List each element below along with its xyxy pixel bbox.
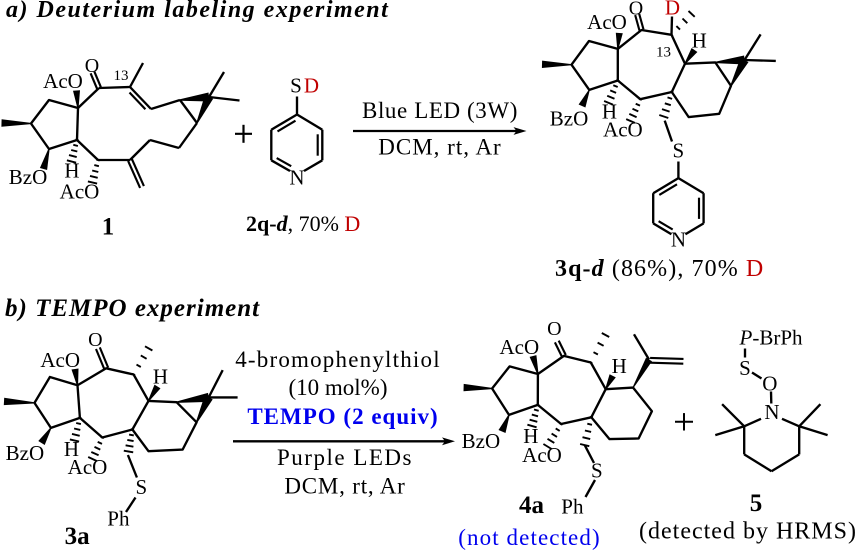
svg-text:N: N [289, 166, 304, 190]
svg-text:AcO: AcO [60, 180, 100, 204]
svg-text:BzO: BzO [462, 429, 501, 453]
svg-text:Ph: Ph [561, 495, 584, 519]
svg-text:BzO: BzO [9, 165, 48, 189]
svg-text:O: O [88, 329, 102, 351]
svg-text:O: O [629, 0, 643, 20]
svg-text:D: D [304, 74, 319, 98]
svg-text:S: S [739, 356, 751, 380]
svg-text:S: S [135, 475, 147, 499]
svg-text:(not detected): (not detected) [458, 525, 600, 550]
svg-text:O: O [85, 55, 99, 77]
svg-text:S: S [591, 459, 603, 483]
svg-text:3q-d (86%), 70% D: 3q-d (86%), 70% D [555, 256, 764, 282]
svg-text:AcO: AcO [522, 443, 562, 467]
svg-text:H: H [64, 437, 79, 461]
svg-text:4-bromophenylthiol: 4-bromophenylthiol [235, 347, 441, 372]
svg-text:4a: 4a [519, 492, 545, 519]
svg-text:a) Deuterium labeling experime: a) Deuterium labeling experiment [6, 0, 389, 23]
svg-text:AcO: AcO [68, 455, 108, 479]
svg-text:P-BrPh: P-BrPh [739, 326, 804, 350]
svg-text:13: 13 [114, 68, 129, 84]
svg-text:N: N [671, 228, 686, 252]
svg-text:AcO: AcO [40, 348, 80, 372]
svg-text:N: N [764, 400, 779, 424]
svg-text:Ph: Ph [107, 507, 130, 531]
svg-text:(10 mol%): (10 mol%) [288, 375, 387, 400]
svg-text:13: 13 [656, 45, 671, 61]
svg-text:AcO: AcO [499, 335, 539, 359]
svg-text:S: S [290, 74, 302, 98]
svg-text:O: O [547, 318, 561, 340]
svg-text:H: H [692, 29, 707, 53]
svg-text:b) TEMPO experiment: b) TEMPO experiment [5, 295, 260, 322]
svg-text:DCM, rt, Ar: DCM, rt, Ar [284, 474, 405, 499]
svg-text:O: O [762, 372, 777, 396]
svg-text:1: 1 [102, 214, 115, 241]
svg-text:Purple LEDs: Purple LEDs [277, 445, 413, 470]
svg-text:BzO: BzO [6, 441, 45, 465]
svg-text:H: H [153, 365, 168, 389]
svg-text:H: H [64, 159, 79, 183]
svg-text:DCM, rt, Ar: DCM, rt, Ar [378, 135, 501, 160]
svg-text:S: S [673, 139, 685, 163]
svg-text:H: H [612, 354, 627, 378]
svg-text:TEMPO (2 equiv): TEMPO (2 equiv) [247, 404, 438, 429]
svg-text:H: H [523, 424, 538, 448]
svg-text:2q-d, 70% D: 2q-d, 70% D [246, 211, 360, 236]
svg-text:Blue LED (3W): Blue LED (3W) [362, 98, 518, 123]
svg-text:BzO: BzO [550, 107, 589, 131]
svg-text:AcO: AcO [603, 118, 643, 142]
svg-text:AcO: AcO [587, 10, 627, 34]
svg-text:H: H [602, 100, 617, 124]
svg-text:5: 5 [750, 490, 763, 517]
svg-text:D: D [665, 0, 680, 20]
svg-text:(detected by HRMS): (detected by HRMS) [639, 519, 857, 545]
svg-text:3a: 3a [65, 523, 91, 550]
svg-text:AcO: AcO [43, 69, 83, 93]
